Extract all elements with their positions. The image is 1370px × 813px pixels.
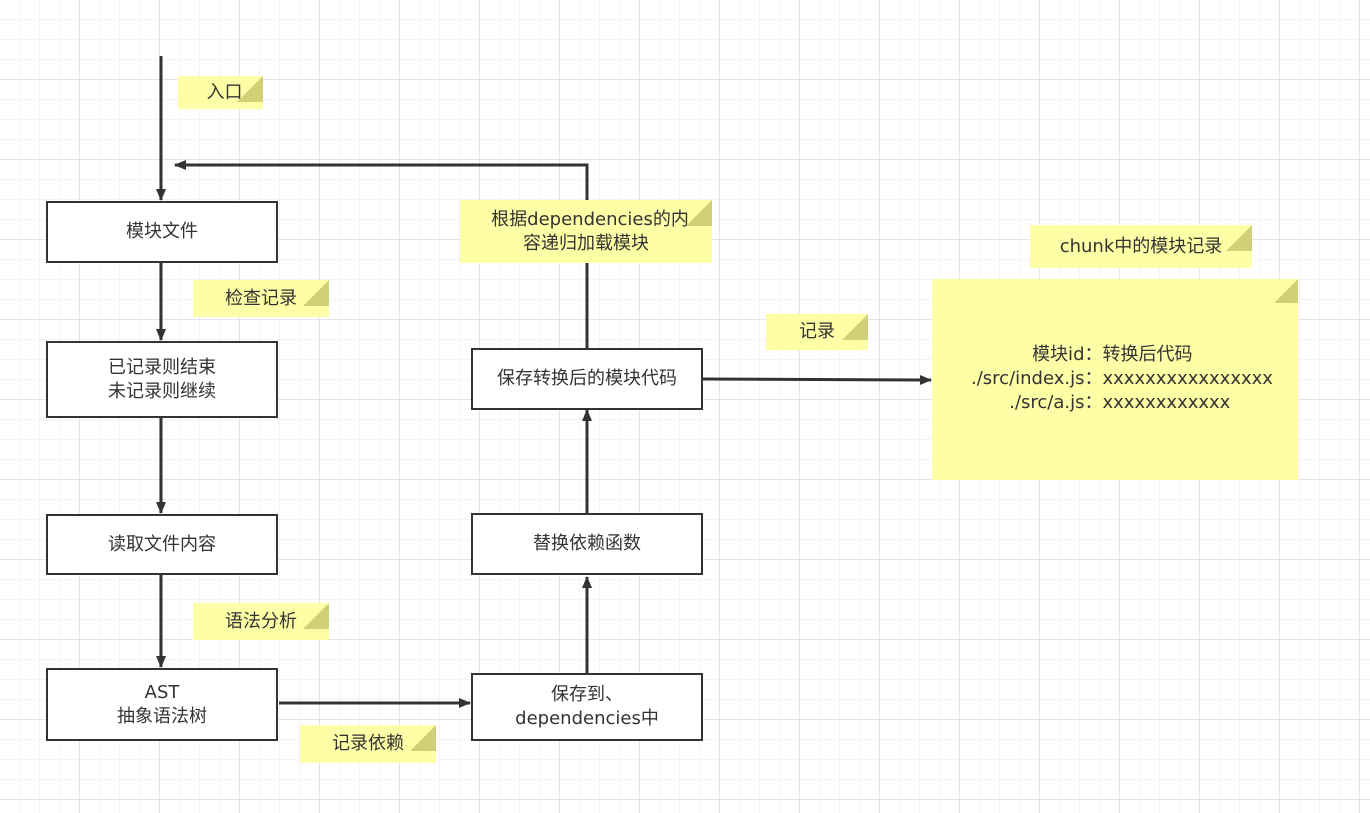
note-fold-icon: [410, 725, 436, 751]
replace-fn-label: 替换依赖函数: [533, 533, 641, 554]
arrow-save-code-to-chunk: [702, 374, 932, 385]
note-record-deps: 记录依赖: [300, 725, 436, 763]
note-fold-icon: [1274, 279, 1298, 303]
note-record-deps-text: 记录依赖: [332, 733, 404, 754]
record-check-box: 已记录则结束 未记录则继续: [46, 341, 278, 418]
note-recursive-line-2: 容递归加载模块: [523, 232, 649, 254]
note-fold-icon: [686, 200, 712, 226]
note-parse-text: 语法分析: [225, 610, 297, 632]
note-fold-icon: [237, 76, 263, 102]
record-check-line-1: 已记录则结束: [108, 356, 216, 378]
save-deps-line-2: dependencies中: [515, 708, 659, 729]
chunk-record-row: ./src/a.js： xxxxxxxxxxxx: [968, 391, 1263, 415]
save-deps-box: 保存到、 dependencies中: [471, 673, 703, 741]
module-file-box: 模块文件: [46, 201, 278, 263]
chunk-record-key: ./src/index.js：: [971, 368, 1103, 389]
chunk-record-row: 模块id： 转换后代码: [968, 343, 1263, 367]
note-chunk-title: chunk中的模块记录: [1030, 225, 1252, 268]
save-code-box: 保存转换后的模块代码: [471, 348, 703, 410]
module-file-label: 模块文件: [126, 221, 198, 242]
save-deps-line-1: 保存到、: [551, 684, 623, 705]
record-check-line-2: 未记录则继续: [108, 380, 216, 402]
chunk-record-value: xxxxxxxxxxxx: [1102, 392, 1231, 413]
chunk-record-value: xxxxxxxxxxxxxxxx: [1102, 368, 1273, 389]
ast-line-1: AST: [144, 681, 180, 703]
note-recursive-load: 根据dependencies的内 容递归加载模块: [460, 200, 712, 263]
chunk-record-key: ./src/a.js：: [1009, 392, 1103, 413]
ast-box: AST 抽象语法树: [46, 668, 278, 741]
note-entry: 入口: [178, 76, 263, 109]
note-check-record-text: 检查记录: [225, 287, 297, 309]
replace-fn-box: 替换依赖函数: [471, 513, 703, 575]
chunk-record-key: 模块id：: [1032, 344, 1103, 365]
chunk-record-value: 转换后代码: [1102, 344, 1193, 365]
note-fold-icon: [842, 314, 868, 340]
note-record: 记录: [766, 314, 868, 350]
note-recursive-line-1: 根据dependencies的内: [491, 208, 689, 230]
note-parse: 语法分析: [193, 603, 329, 640]
note-chunk-title-text: chunk中的模块记录: [1059, 235, 1223, 257]
note-fold-icon: [303, 603, 329, 629]
save-code-label: 保存转换后的模块代码: [497, 368, 677, 389]
note-fold-icon: [1226, 225, 1252, 251]
note-chunk-record: 模块id： 转换后代码 ./src/index.js： xxxxxxxxxxxx…: [932, 279, 1298, 480]
ast-line-2: 抽象语法树: [117, 705, 207, 727]
arrow-recursive-loop: [174, 160, 589, 348]
note-fold-icon: [303, 280, 329, 306]
chunk-record-row: ./src/index.js： xxxxxxxxxxxxxxxx: [968, 367, 1273, 391]
read-content-label: 读取文件内容: [108, 533, 216, 555]
note-entry-text: 入口: [206, 81, 243, 103]
read-content-box: 读取文件内容: [46, 514, 278, 575]
note-record-text: 记录: [799, 321, 835, 342]
note-check-record: 检查记录: [193, 280, 329, 317]
